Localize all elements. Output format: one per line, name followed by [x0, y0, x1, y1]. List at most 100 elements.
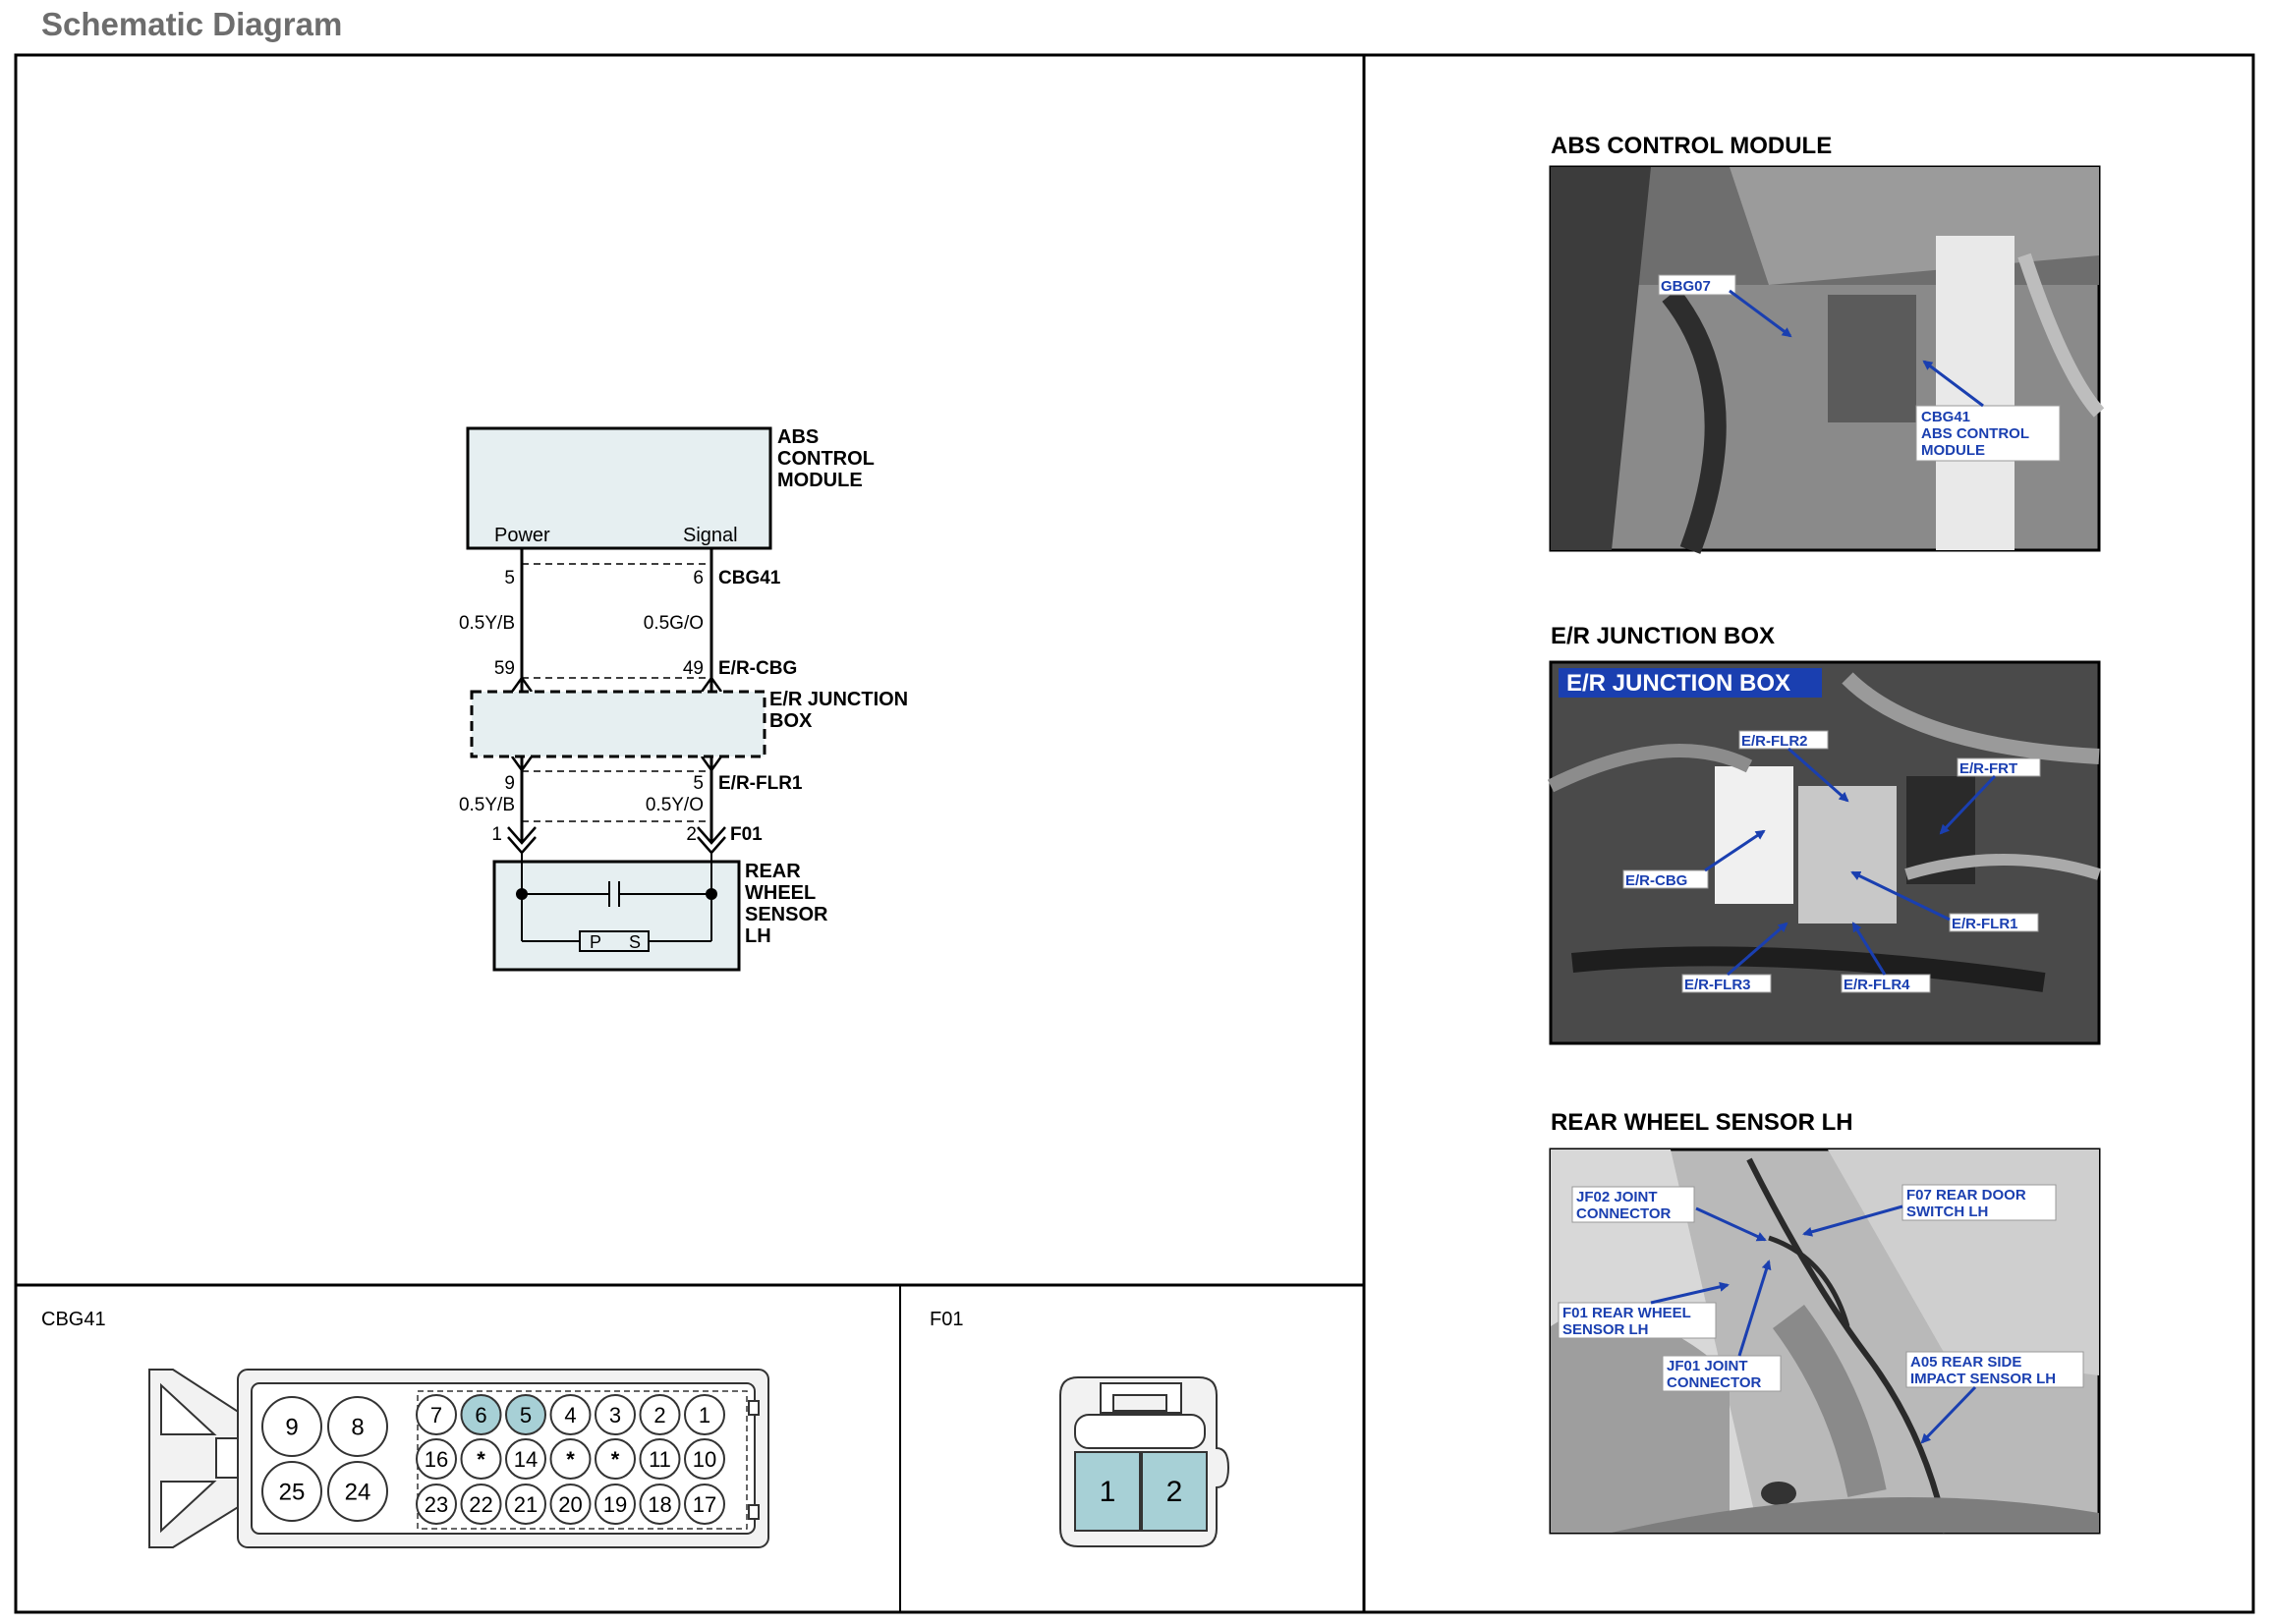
page-title: Schematic Diagram — [41, 6, 343, 42]
f01-pin-signal: 2 — [686, 824, 697, 845]
svg-text:20: 20 — [558, 1492, 582, 1517]
cbg41-pin-19: 19 — [595, 1484, 636, 1525]
cbg41-pin-7: 7 — [416, 1394, 457, 1435]
abs-label-1: ABS — [777, 426, 819, 448]
jbox-label-2: BOX — [769, 710, 813, 732]
cbg41-pin-6: 6 — [460, 1394, 502, 1435]
sensor-label-1: REAR — [745, 861, 801, 882]
callout-f01-2: SENSOR LH — [1562, 1321, 1649, 1338]
callout-jf02-2: CONNECTOR — [1576, 1205, 1672, 1222]
abs-control-module-block: ABS CONTROL MODULE Power Signal — [466, 426, 875, 550]
svg-text:18: 18 — [648, 1492, 671, 1517]
svg-text:8: 8 — [351, 1415, 364, 1441]
svg-text:5: 5 — [520, 1403, 532, 1428]
rear-wheel-sensor-photo: JF02 JOINT CONNECTOR F07 REAR DOOR SWITC… — [1549, 1148, 2101, 1535]
svg-text:3: 3 — [609, 1403, 621, 1428]
cbg41-pin-3: 3 — [595, 1394, 636, 1435]
cbg41-pin-23: 23 — [416, 1484, 457, 1525]
sensor-p-label: P — [590, 932, 601, 952]
junction-box-photo: E/R JUNCTION BOX E/R-FLR2 E/R-FRT E/R-CB… — [1547, 660, 2101, 1045]
svg-text:6: 6 — [475, 1403, 486, 1428]
cbg41-pin-power: 5 — [504, 568, 515, 588]
cbg41-pin-20: 20 — [549, 1484, 592, 1525]
cbg41-pin-5: 5 — [505, 1394, 546, 1435]
cbg41-pin-4: 4 — [549, 1394, 592, 1435]
cbg41-pin-16: 16 — [416, 1438, 457, 1480]
svg-text:16: 16 — [425, 1447, 448, 1472]
cbg41-pin-2: 2 — [639, 1394, 681, 1435]
cbg41-pin-21: 21 — [505, 1484, 546, 1525]
svg-text:22: 22 — [469, 1492, 492, 1517]
svg-text:2: 2 — [653, 1403, 665, 1428]
svg-text:14: 14 — [514, 1447, 538, 1472]
svg-text:11: 11 — [649, 1447, 671, 1472]
svg-text:24: 24 — [345, 1480, 371, 1506]
callout-jf01-2: CONNECTOR — [1667, 1374, 1762, 1391]
svg-text:19: 19 — [603, 1492, 627, 1517]
cbg41-pin-18: 18 — [639, 1484, 681, 1525]
cbg41-pin-14: 14 — [505, 1438, 546, 1480]
cbg41-pin-24: 24 — [327, 1461, 388, 1522]
erflr1-pin-signal: 5 — [693, 773, 704, 794]
cbg41-pin-8: 8 — [327, 1396, 388, 1457]
wire-signal-label: 0.5G/O — [644, 613, 704, 634]
cbg41-pin-17: 17 — [684, 1484, 725, 1525]
wire-power-label: 0.5Y/B — [459, 613, 515, 634]
svg-text:1: 1 — [1100, 1476, 1116, 1508]
cbg41-pin-25: 25 — [261, 1461, 322, 1522]
f01-label: F01 — [730, 824, 763, 845]
ercbg-pin-power: 59 — [494, 658, 515, 679]
outer-frame — [14, 53, 2255, 1614]
callout-erflr1: E/R-FLR1 — [1952, 916, 2018, 932]
connector-bands — [522, 563, 711, 822]
callout-cbg41: CBG41 — [1921, 409, 1970, 425]
svg-text:*: * — [566, 1447, 575, 1472]
svg-text:10: 10 — [693, 1447, 716, 1472]
power-label: Power — [494, 525, 550, 546]
callout-a05-2: IMPACT SENSOR LH — [1910, 1371, 2056, 1387]
callout-erflr4: E/R-FLR4 — [1844, 977, 1910, 993]
cbg41-pin-signal: 6 — [693, 568, 704, 588]
callout-erflr3: E/R-FLR3 — [1684, 977, 1751, 993]
callout-erfrt: E/R-FRT — [1959, 760, 2017, 777]
cbg41-large-pins: 9 8 25 24 — [261, 1396, 388, 1522]
abs-module-photo: GBG07 CBG41 ABS CONTROL MODULE — [1549, 165, 2105, 554]
svg-text:9: 9 — [285, 1415, 298, 1441]
callout-abs-2: MODULE — [1921, 442, 1985, 459]
erflr1-label: E/R-FLR1 — [718, 773, 803, 794]
svg-text:21: 21 — [514, 1492, 538, 1517]
abs-photo-heading: ABS CONTROL MODULE — [1551, 133, 1832, 159]
cbg41-label: CBG41 — [718, 568, 781, 588]
jbox-photo-heading: E/R JUNCTION BOX — [1551, 623, 1775, 649]
callout-f07-1: F07 REAR DOOR — [1906, 1187, 2026, 1204]
callout-jf01-1: JF01 JOINT — [1667, 1358, 1748, 1374]
svg-text:4: 4 — [564, 1403, 576, 1428]
jbox-banner: E/R JUNCTION BOX — [1566, 670, 1790, 697]
cbg41-pin-22: 22 — [460, 1484, 502, 1525]
abs-label-3: MODULE — [777, 470, 863, 491]
cbg41-pin-10: 10 — [684, 1438, 725, 1480]
svg-text:*: * — [477, 1447, 485, 1472]
cbg41-view-label: CBG41 — [41, 1309, 106, 1330]
svg-text:*: * — [611, 1447, 620, 1472]
callout-erflr2: E/R-FLR2 — [1741, 733, 1808, 750]
svg-text:25: 25 — [279, 1480, 306, 1506]
cbg41-pin-blank: * — [460, 1438, 502, 1480]
f01-pin-power: 1 — [491, 824, 502, 845]
er-junction-box: E/R JUNCTION BOX — [470, 689, 908, 758]
svg-text:2: 2 — [1166, 1476, 1183, 1508]
callout-a05-1: A05 REAR SIDE — [1910, 1354, 2021, 1371]
callout-f07-2: SWITCH LH — [1906, 1204, 1988, 1220]
cbg41-pin-9: 9 — [261, 1396, 322, 1457]
signal-label: Signal — [683, 525, 738, 546]
cbg41-pin-1: 1 — [684, 1394, 725, 1435]
callout-ercbg: E/R-CBG — [1625, 872, 1687, 889]
ercbg-pin-signal: 49 — [683, 658, 704, 679]
f01-pin-1: 1 — [1074, 1451, 1141, 1532]
sensor-label-3: SENSOR — [745, 904, 828, 925]
cbg41-pin-11: 11 — [639, 1438, 681, 1480]
callout-f01-1: F01 REAR WHEEL — [1562, 1305, 1691, 1321]
pin-labels: 5 6 CBG41 0.5Y/B 0.5G/O 59 49 E/R-CBG 9 … — [459, 568, 803, 845]
